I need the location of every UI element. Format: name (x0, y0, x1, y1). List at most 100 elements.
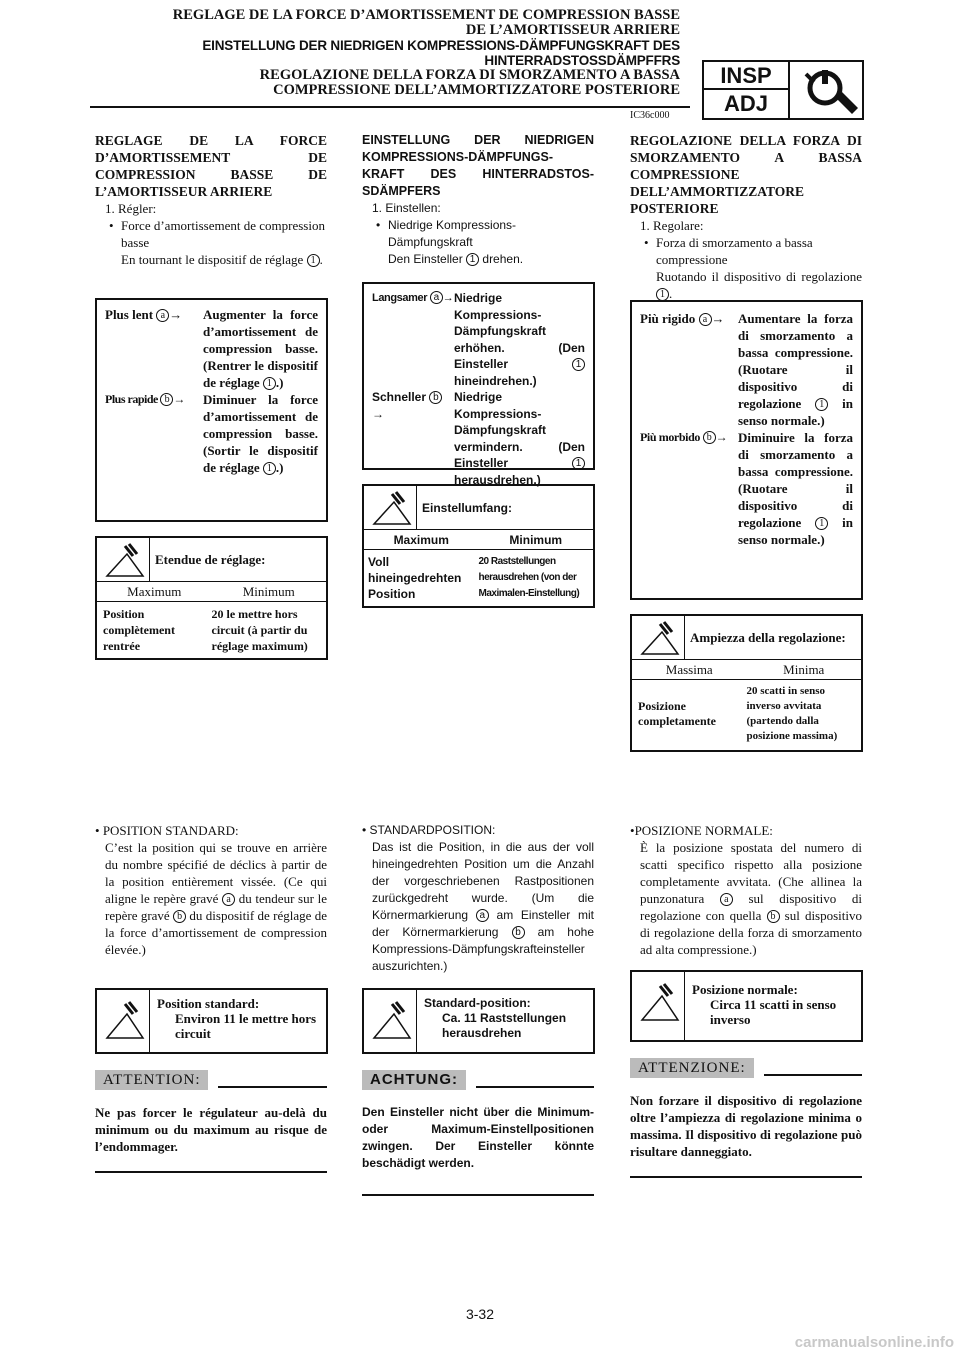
de-v1-end: hineindrehen.) (454, 373, 537, 388)
it-instruction: Ruotando il dispositivo di regolazione 1… (656, 269, 862, 301)
de-col-min: Minimum (509, 533, 563, 547)
marker-a: a (475, 909, 489, 922)
header-fr-line1: REGLAGE DE LA FORCE D’AMORTISSEMENT DE C… (172, 7, 680, 23)
it-caution: ATTENZIONE: Non forzare il dispositivo d… (630, 1058, 862, 1178)
de-std-body: Das ist die Position, in die aus der vol… (362, 839, 594, 975)
de-standard-section: • STANDARDPOSITION: Das ist die Position… (362, 822, 594, 975)
de-v2-end: herausdrehen.) (454, 472, 541, 487)
fr-title: REGLAGE DE LA FORCE D’AMORTISSEMENT DE C… (95, 133, 327, 199)
fr-caution-head: ATTENTION: (95, 1070, 209, 1090)
marker-1: 1 (306, 254, 320, 267)
de-note-label: Standard-position: (424, 996, 531, 1010)
fr-v1-end: .) (275, 375, 284, 390)
fr-std-c: du dispositif de réglage de la force d’a… (105, 908, 328, 957)
fr-spec-label: Etendue de réglage: (155, 552, 266, 567)
fr-v1: Augmenter la force d’amortissement de co… (203, 307, 318, 390)
wrench-icon (372, 1001, 412, 1039)
marker-a: a (429, 291, 443, 304)
marker-1: 1 (815, 398, 829, 411)
fr-col-min: Minimum (242, 584, 295, 599)
it-note-box: Posizione normale:Circa 11 scatti in sen… (630, 970, 863, 1042)
fr-std-a: C’est la position qui se trouve en arriè… (105, 840, 327, 906)
de-std-a: Das ist die Position, in die aus der vol… (372, 840, 594, 922)
de-caution: ACHTUNG: Den Einsteller nicht über die M… (362, 1070, 594, 1196)
marker-b: b (766, 910, 780, 923)
fr-bullet-text: Force d’amortissement de compression bas… (121, 218, 325, 250)
marker-1: 1 (466, 253, 480, 266)
marker-a: a (156, 309, 170, 322)
de-instr-b: drehen. (482, 252, 524, 266)
fr-standard-section: • POSITION STANDARD: C’est la position q… (95, 822, 327, 958)
marker-b: b (160, 393, 174, 406)
it-val-min: 20 scatti in senso inverso avvitata (par… (746, 685, 838, 742)
bullet-dot: • (362, 823, 367, 837)
de-spec-label: Einstellumfang: (422, 501, 513, 515)
bullet-dot: • (630, 823, 635, 838)
fr-instruction: En tournant le dispositif de réglage 1. (121, 252, 323, 267)
arrow: → (169, 307, 183, 322)
fr-step: 1. Régler: (105, 201, 157, 216)
de-note-value: Ca. 11 Raststellungen herausdrehen (442, 1011, 567, 1040)
de-std-c: am hohe Kompressions-Dämpfungskrafteinst… (372, 925, 594, 973)
de-instruction: Den Einsteller 1 drehen. (362, 251, 594, 268)
header-it-line2: COMPRESSIONE DELL’AMMORTIZZATORE POSTERI… (273, 82, 680, 98)
it-spec-label: Ampiezza della regolazione: (690, 630, 846, 645)
de-title: EINSTELLUNG DER NIEDRIGEN KOMPRESSIONS-D… (362, 133, 594, 198)
it-v2: Diminuire la forza di smorzamento a bass… (738, 430, 853, 530)
it-caution-head: ATTENZIONE: (630, 1058, 754, 1078)
fr-caution-body: Ne pas forcer le régulateur au-delà du m… (95, 1105, 327, 1154)
wrench-icon (105, 1001, 145, 1039)
it-v1-end: in senso normale.) (738, 396, 853, 428)
it-note-label: Posizione normale: (692, 982, 798, 997)
marker-1: 1 (572, 358, 585, 371)
header-de-line1: EINSTELLUNG DER NIEDRIGEN KOMPRESSIONS-D… (202, 38, 680, 53)
fr-note-label: Position standard: (157, 996, 260, 1011)
fr-std-title-text: POSITION STANDARD: (102, 823, 239, 838)
bullet-dot: • (644, 235, 649, 250)
fr-k2: Plus rapide (105, 392, 158, 406)
wrench-icon (372, 491, 412, 525)
header-rule (90, 106, 690, 108)
de-v2: Niedrige Kompressions-Dämpfungskraft ver… (454, 390, 585, 470)
page-header: REGLAGE DE LA FORCE D’AMORTISSEMENT DE C… (40, 8, 680, 98)
it-instr-text: Ruotando il dispositivo di regolazione (656, 269, 862, 284)
it-spec-box: Ampiezza della regolazione: Massima Mini… (630, 614, 863, 752)
marker-1: 1 (572, 457, 585, 470)
arrow: → (173, 392, 185, 406)
it-col-min: Minima (783, 662, 825, 677)
marker-1: 1 (262, 462, 276, 475)
it-v2-end: in senso normale.) (738, 515, 853, 547)
header-fr-line2: DE L’AMORTISSEUR ARRIERE (465, 22, 680, 38)
wrench-icon (640, 621, 680, 655)
fr-v2-end: .) (275, 460, 284, 475)
it-std-body: È la posizione spostata del numero di sc… (630, 839, 862, 958)
it-std-c: sul dispositivo di regolazione della for… (640, 908, 863, 957)
it-k1: Più rigido (640, 311, 696, 326)
section-badge: INSP ADJ (702, 60, 864, 120)
fr-val-max: Position complètement rentrée (103, 607, 175, 653)
arrow: → (711, 311, 725, 326)
marker-b: b (173, 910, 187, 923)
column-french: REGLAGE DE LA FORCE D’AMORTISSEMENT DE C… (95, 132, 327, 268)
section-code: IC36c000 (630, 110, 670, 121)
it-note-value: Circa 11 scatti in senso inverso (710, 997, 837, 1027)
de-step: 1. Einstellen: (372, 201, 441, 215)
it-standard-section: •POSIZIONE NORMALE: È la posizione spost… (630, 822, 862, 958)
de-direction-box: Langsamer a→ Niedrige Kompressions-Dämpf… (362, 282, 595, 487)
fr-bullet: •Force d’amortissement de compression ba… (95, 217, 327, 251)
marker-a: a (222, 893, 236, 906)
de-v1: Niedrige Kompressions-Dämpfungskraft erh… (454, 291, 585, 371)
badge-insp: INSP (704, 62, 788, 90)
de-note-box: Standard-position:Ca. 11 Raststellungen … (362, 988, 595, 1054)
watermark: carmanualsonline.info (794, 1334, 954, 1351)
fr-spec-box: Etendue de réglage: Maximum Minimum Posi… (95, 536, 328, 660)
de-val-min: 20 Raststellungen herausdrehen (von der … (478, 556, 580, 599)
de-k2: Schneller (372, 390, 427, 404)
marker-b: b (511, 926, 525, 939)
de-std-title-text: STANDARDPOSITION: (369, 823, 496, 837)
de-caution-body: Den Einsteller nicht über die Minimum-od… (362, 1105, 594, 1170)
it-direction-box: Più rigido a→ Aumentare la forza di smor… (630, 300, 863, 600)
it-bullet-text: Forza di smorzamento a bassa compression… (656, 235, 813, 267)
arrow: → (372, 406, 384, 421)
fr-direction-box: Plus lent a→ Augmenter la force d’amorti… (95, 298, 328, 522)
